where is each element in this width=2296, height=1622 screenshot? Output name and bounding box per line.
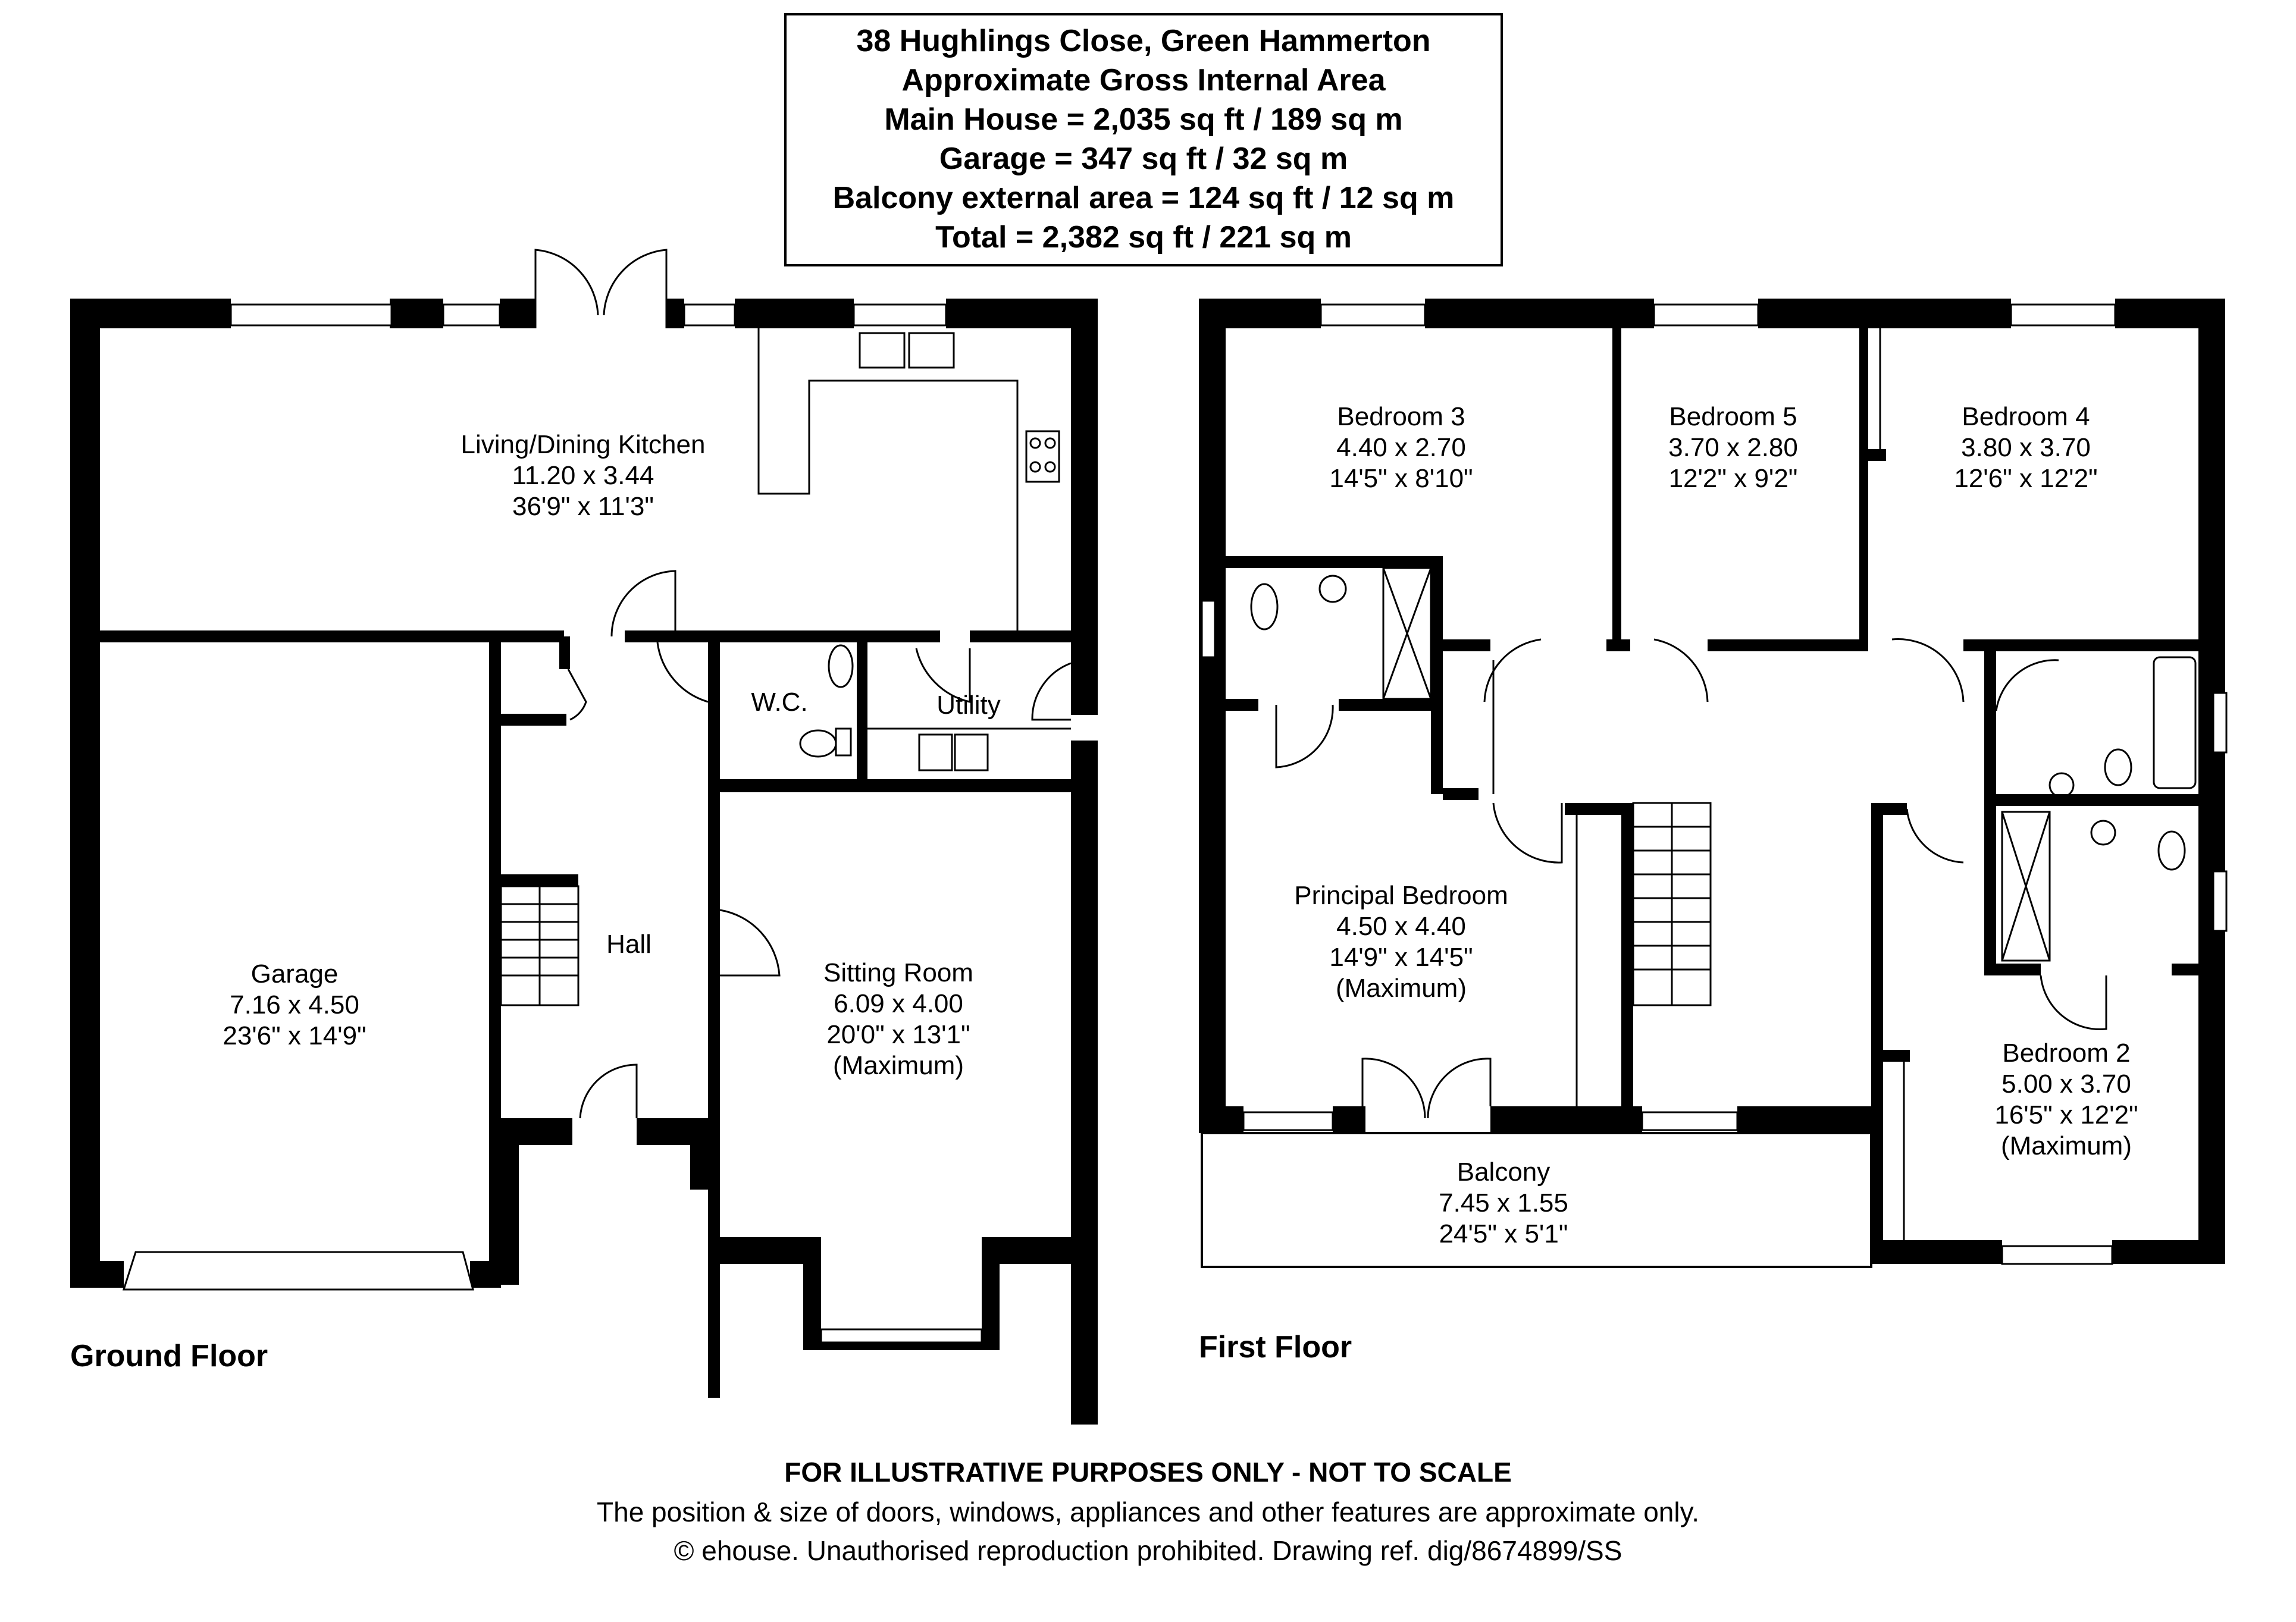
disclaimer-heading: FOR ILLUSTRATIVE PURPOSES ONLY - NOT TO … <box>784 1457 1512 1488</box>
room-utility: Utility <box>936 690 1001 721</box>
room-wc: W.C. <box>751 687 807 718</box>
room-imperial: 20'0" x 13'1" <box>826 1020 970 1049</box>
room-note: (Maximum) <box>1336 974 1467 1003</box>
windows <box>122 303 2228 1344</box>
room-metric: 7.45 x 1.55 <box>1439 1188 1568 1218</box>
first-floor-walls <box>1199 299 2225 1264</box>
first-floor-label: First Floor <box>1199 1330 1352 1364</box>
room-name: Living/Dining Kitchen <box>461 430 706 459</box>
balcony-area: Balcony external area = 124 sq ft / 12 s… <box>832 181 1455 215</box>
room-name: Hall <box>606 930 651 959</box>
room-imperial: 36'9" x 11'3" <box>512 492 654 521</box>
garage-area: Garage = 347 sq ft / 32 sq m <box>939 142 1348 176</box>
ground-floor-walls <box>70 299 1098 1425</box>
room-imperial: 14'9" x 14'5" <box>1329 943 1473 972</box>
room-metric: 4.40 x 2.70 <box>1336 433 1466 462</box>
room-living-dining-kitchen: Living/Dining Kitchen 11.20 x 3.44 36'9"… <box>461 429 706 522</box>
room-name: Bedroom 2 <box>2002 1039 2131 1068</box>
room-name: Bedroom 3 <box>1337 402 1465 431</box>
room-hall: Hall <box>606 929 651 960</box>
room-principal-bedroom: Principal Bedroom 4.50 x 4.40 14'9" x 14… <box>1294 880 1508 1004</box>
fixtures <box>500 249 2197 1268</box>
area-summary-box: 38 Hughlings Close, Green Hammerton Appr… <box>784 13 1503 266</box>
room-note: (Maximum) <box>2001 1131 2132 1160</box>
room-metric: 5.00 x 3.70 <box>2001 1069 2131 1099</box>
copyright-notice: © ehouse. Unauthorised reproduction proh… <box>674 1535 1622 1566</box>
room-metric: 3.80 x 3.70 <box>1961 433 2091 462</box>
room-metric: 7.16 x 4.50 <box>230 990 359 1019</box>
room-metric: 11.20 x 3.44 <box>512 461 654 490</box>
room-bedroom-5: Bedroom 5 3.70 x 2.80 12'2" x 9'2" <box>1668 401 1798 494</box>
total-area: Total = 2,382 sq ft / 221 sq m <box>935 220 1352 255</box>
room-garage: Garage 7.16 x 4.50 23'6" x 14'9" <box>223 959 366 1052</box>
room-name: Principal Bedroom <box>1294 881 1508 910</box>
room-name: W.C. <box>751 688 808 717</box>
room-imperial: 16'5" x 12'2" <box>1994 1100 2138 1130</box>
room-imperial: 23'6" x 14'9" <box>223 1021 367 1050</box>
room-name: Balcony <box>1456 1157 1550 1187</box>
disclaimer-note: The position & size of doors, windows, a… <box>597 1496 1699 1527</box>
room-bedroom-4: Bedroom 4 3.80 x 3.70 12'6" x 12'2" <box>1954 401 2097 494</box>
room-metric: 6.09 x 4.00 <box>834 989 963 1018</box>
room-name: Bedroom 4 <box>1962 402 2090 431</box>
room-name: Sitting Room <box>823 958 973 987</box>
room-balcony: Balcony 7.45 x 1.55 24'5" x 5'1" <box>1439 1157 1568 1250</box>
room-imperial: 14'5" x 8'10" <box>1329 464 1473 493</box>
room-bedroom-2: Bedroom 2 5.00 x 3.70 16'5" x 12'2" (Max… <box>1994 1038 2138 1162</box>
room-imperial: 12'6" x 12'2" <box>1954 464 2098 493</box>
address-title: 38 Hughlings Close, Green Hammerton <box>856 24 1431 58</box>
room-name: Garage <box>250 959 339 989</box>
ground-floor-label: Ground Floor <box>70 1339 268 1373</box>
room-imperial: 24'5" x 5'1" <box>1439 1219 1568 1248</box>
room-name: Utility <box>936 691 1001 720</box>
room-bedroom-3: Bedroom 3 4.40 x 2.70 14'5" x 8'10" <box>1329 401 1473 494</box>
room-metric: 4.50 x 4.40 <box>1336 912 1466 941</box>
room-imperial: 12'2" x 9'2" <box>1668 464 1798 493</box>
area-subtitle: Approximate Gross Internal Area <box>901 63 1386 98</box>
room-sitting-room: Sitting Room 6.09 x 4.00 20'0" x 13'1" (… <box>823 958 973 1081</box>
room-name: Bedroom 5 <box>1669 402 1797 431</box>
main-house-area: Main House = 2,035 sq ft / 189 sq m <box>884 102 1403 137</box>
room-metric: 3.70 x 2.80 <box>1668 433 1798 462</box>
room-note: (Maximum) <box>833 1051 964 1080</box>
